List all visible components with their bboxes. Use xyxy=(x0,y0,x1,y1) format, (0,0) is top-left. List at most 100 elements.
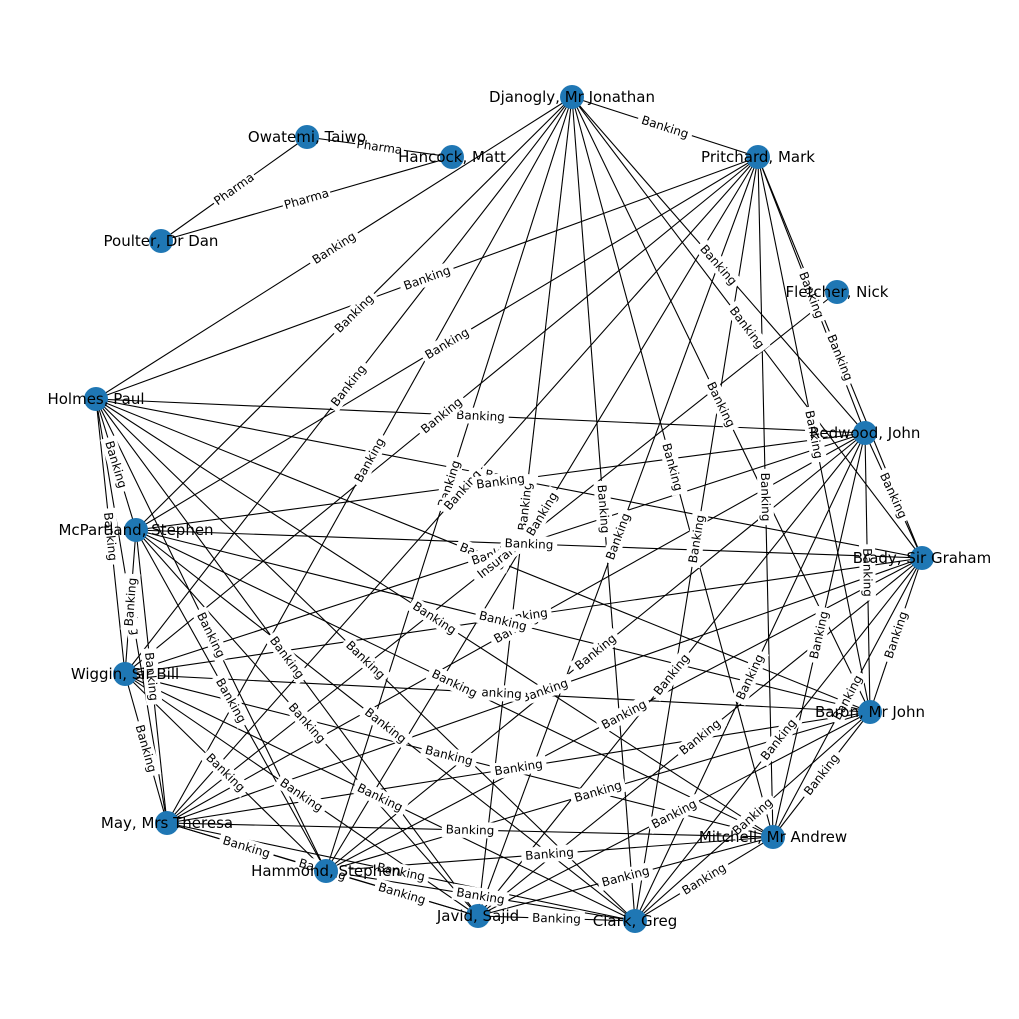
edge-label-text: Banking xyxy=(697,242,740,288)
edge-label: Banking xyxy=(596,861,655,892)
edge-label-background xyxy=(418,322,476,365)
node-mitchell[interactable] xyxy=(761,825,785,849)
edge-label-text: Banking xyxy=(267,634,307,681)
edge-label: Banking xyxy=(874,466,913,525)
node-wiggin[interactable] xyxy=(113,662,137,686)
node-poulter[interactable] xyxy=(149,229,173,253)
node-label-may: May, Mrs Theresa xyxy=(101,814,233,832)
edge-label-text: Banking xyxy=(456,408,505,424)
edge-label: Banking xyxy=(273,772,330,818)
edge-label: Banking xyxy=(489,755,548,780)
edge-label-background xyxy=(693,238,744,292)
edge-label-background xyxy=(419,740,479,771)
edge-label-background xyxy=(358,701,413,750)
edge-label-text: Banking xyxy=(142,652,161,702)
edge-label-text: Banking xyxy=(504,536,553,552)
edge-label: Banking xyxy=(99,507,122,566)
edge-label-text: Banking xyxy=(680,860,729,897)
node-label-javid: Javid, Sajid xyxy=(436,907,519,925)
edge-label-text: Banking xyxy=(213,676,249,725)
edge-label: Banking xyxy=(693,238,744,292)
edge-label-background xyxy=(468,683,527,703)
edge-label-background xyxy=(414,391,469,440)
edge-label-text: Banking xyxy=(352,435,388,484)
edge-label-text: Pharma xyxy=(356,137,403,157)
edge-label: Banking xyxy=(120,573,141,631)
edge-label-text: Banking xyxy=(758,716,799,763)
edge-label: Banking xyxy=(821,328,859,387)
edge-label: Banking xyxy=(406,595,463,641)
edge-label-background xyxy=(328,287,380,340)
node-redwood[interactable] xyxy=(853,421,877,445)
edge-label-text: Pharma xyxy=(211,170,257,208)
edge-label: Banking xyxy=(348,431,391,489)
edge-label-text: Banking xyxy=(445,822,494,837)
edge-label-background xyxy=(879,605,913,665)
edge-label-background xyxy=(673,713,727,761)
edge-label-background xyxy=(800,405,828,464)
edge-label: Banking xyxy=(471,469,530,494)
node-baron[interactable] xyxy=(858,700,882,724)
edge-label: Banking xyxy=(140,647,163,706)
edge-label-background xyxy=(199,747,252,798)
edge-label-background xyxy=(797,747,846,802)
edge-label-text: Banking xyxy=(807,610,831,661)
edge-label-text: Banking xyxy=(573,778,624,805)
edge-label-background xyxy=(140,647,163,706)
edge-label: Banking xyxy=(673,713,727,761)
node-javid[interactable] xyxy=(466,904,490,928)
node-label-pritchard: Pritchard, Mark xyxy=(701,148,815,166)
node-mcpartland[interactable] xyxy=(124,518,148,542)
edge-label-background xyxy=(99,507,122,566)
edge-label-text: Banking xyxy=(600,863,651,889)
edges-layer xyxy=(95,96,923,922)
edge-label-text: Banking xyxy=(599,697,649,732)
edge-label-background xyxy=(600,507,636,566)
edge-label: Banking xyxy=(451,406,510,426)
edge-label: Banking xyxy=(419,740,479,771)
edge-label-background xyxy=(520,843,579,865)
node-brady[interactable] xyxy=(910,546,934,570)
edge-label-background xyxy=(793,265,830,325)
edge-label-background xyxy=(432,454,466,514)
node-pritchard[interactable] xyxy=(746,145,770,169)
edge-label-background xyxy=(372,877,432,910)
node-clark[interactable] xyxy=(623,909,647,933)
node-may[interactable] xyxy=(155,811,179,835)
edge-label-text: Banking xyxy=(102,439,130,490)
node-label-brady: Brady, Sir Graham xyxy=(853,549,992,567)
edge-label: Banking xyxy=(441,821,499,839)
edge-label-background xyxy=(635,110,695,144)
edge-label-text: Banking xyxy=(221,833,272,860)
edge-label-background xyxy=(209,168,259,210)
node-label-hancock: Hancock, Matt xyxy=(398,148,506,166)
node-holmes[interactable] xyxy=(84,387,108,411)
edge-label-text: Pharma xyxy=(282,186,330,212)
node-label-holmes: Holmes, Paul xyxy=(47,390,144,408)
edge-label: Banking xyxy=(468,683,527,703)
edge-label-background xyxy=(339,634,392,686)
edge-label-background xyxy=(437,463,488,517)
node-label-redwood: Redwood, John xyxy=(810,424,921,442)
edge-label: Banking xyxy=(593,480,614,538)
edge-label-text: Banking xyxy=(882,610,911,661)
node-label-hammond: Hammond, Stephen xyxy=(251,862,401,880)
edge-label-text: Banking xyxy=(122,577,140,627)
edge-label-background xyxy=(406,595,463,641)
node-fletcher[interactable] xyxy=(825,280,849,304)
edge-label-background xyxy=(500,535,558,553)
node-label-clark: Clark, Greg xyxy=(593,912,677,930)
node-hancock[interactable] xyxy=(440,145,464,169)
node-djanogly[interactable] xyxy=(560,85,584,109)
edge-label-background xyxy=(647,647,696,702)
node-label-baron: Baron, Mr John xyxy=(815,703,925,721)
node-owatemi[interactable] xyxy=(295,125,319,149)
node-hammond[interactable] xyxy=(314,859,338,883)
edge-label-background xyxy=(754,712,803,767)
edge-label-background xyxy=(120,573,141,631)
edge-label: Banking xyxy=(418,322,476,365)
edge-label-text: Banking xyxy=(424,743,475,768)
edge-label-background xyxy=(263,630,311,685)
node-label-djanogly: Djanogly, Mr Jonathan xyxy=(489,88,655,106)
edge-label: Banking xyxy=(324,358,373,413)
